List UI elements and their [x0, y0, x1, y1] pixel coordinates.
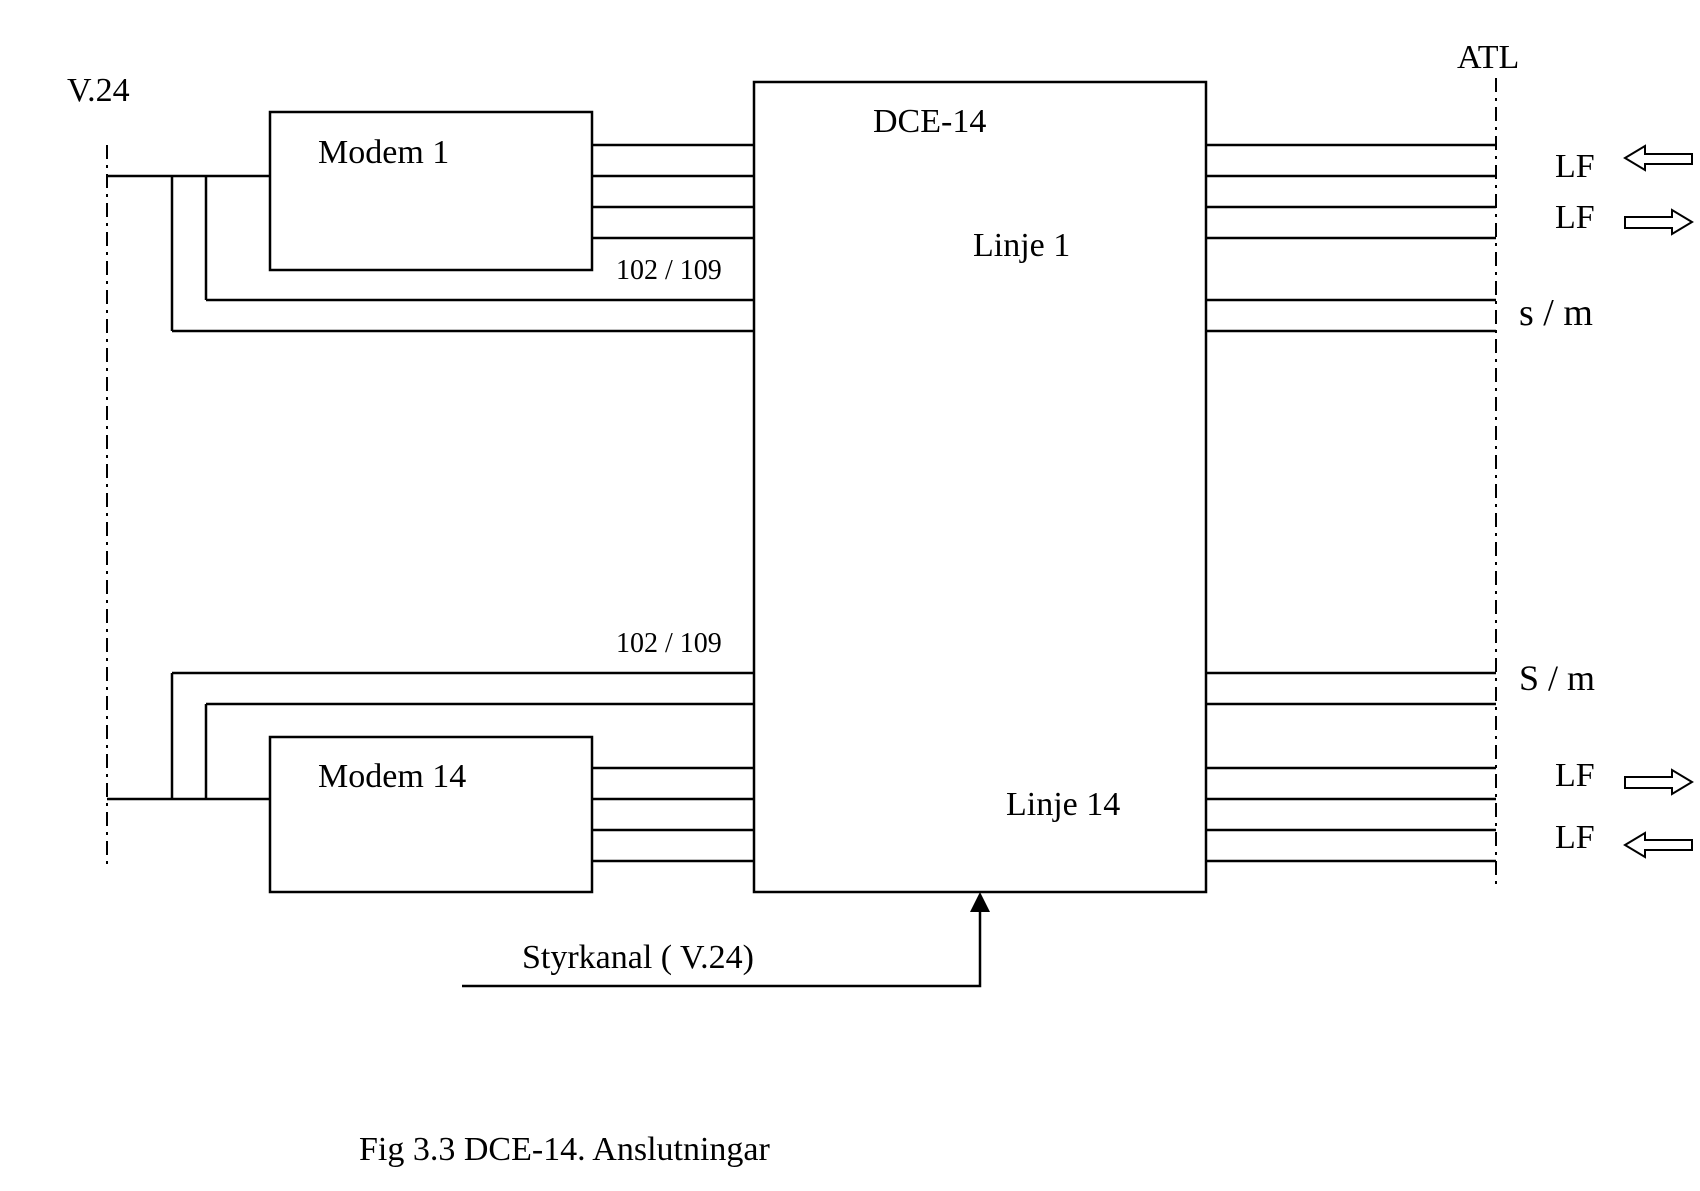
lf-out-top-arrow-icon: [1624, 208, 1694, 236]
modem14-dce-lines: [592, 766, 754, 863]
modem1-v24-lines: [107, 174, 754, 333]
linje14-atl-lines: [1206, 671, 1496, 863]
sm-bottom-label: S / m: [1519, 658, 1595, 698]
lf-in-top-arrow-icon: [1623, 144, 1693, 172]
modem1-block: [268, 110, 594, 272]
signal-102-109-bottom-label: 102 / 109: [616, 628, 722, 659]
linje1-label: Linje 1: [973, 227, 1070, 264]
modem14-block: [268, 735, 594, 894]
v24-label: V.24: [67, 72, 130, 109]
linje14-label: Linje 14: [1006, 786, 1120, 823]
control-channel-label: Styrkanal ( V.24): [522, 939, 754, 976]
dce14-block: [752, 80, 1208, 894]
lf-out-top-label: LF: [1555, 199, 1595, 236]
linje1-atl-lines: [1206, 143, 1496, 333]
signal-102-109-top-label: 102 / 109: [616, 255, 722, 286]
control-channel-arrowhead: [970, 892, 990, 912]
sm-top-label: s / m: [1519, 292, 1593, 334]
lf-in-top-label: LF: [1555, 148, 1595, 185]
dce14-label: DCE-14: [873, 103, 986, 140]
modem14-v24-lines: [107, 671, 754, 801]
lf-out-bottom-arrow-icon: [1624, 768, 1694, 796]
atl-label: ATL: [1457, 39, 1519, 76]
figure-caption: Fig 3.3 DCE-14. Anslutningar: [359, 1131, 771, 1168]
modem14-label: Modem 14: [318, 758, 466, 795]
lf-in-bottom-label: LF: [1555, 819, 1595, 856]
control-channel-line: [462, 910, 982, 988]
lf-out-bottom-label: LF: [1555, 757, 1595, 794]
modem1-label: Modem 1: [318, 134, 449, 171]
lf-in-bottom-arrow-icon: [1623, 831, 1693, 859]
modem1-dce-lines: [592, 143, 754, 240]
